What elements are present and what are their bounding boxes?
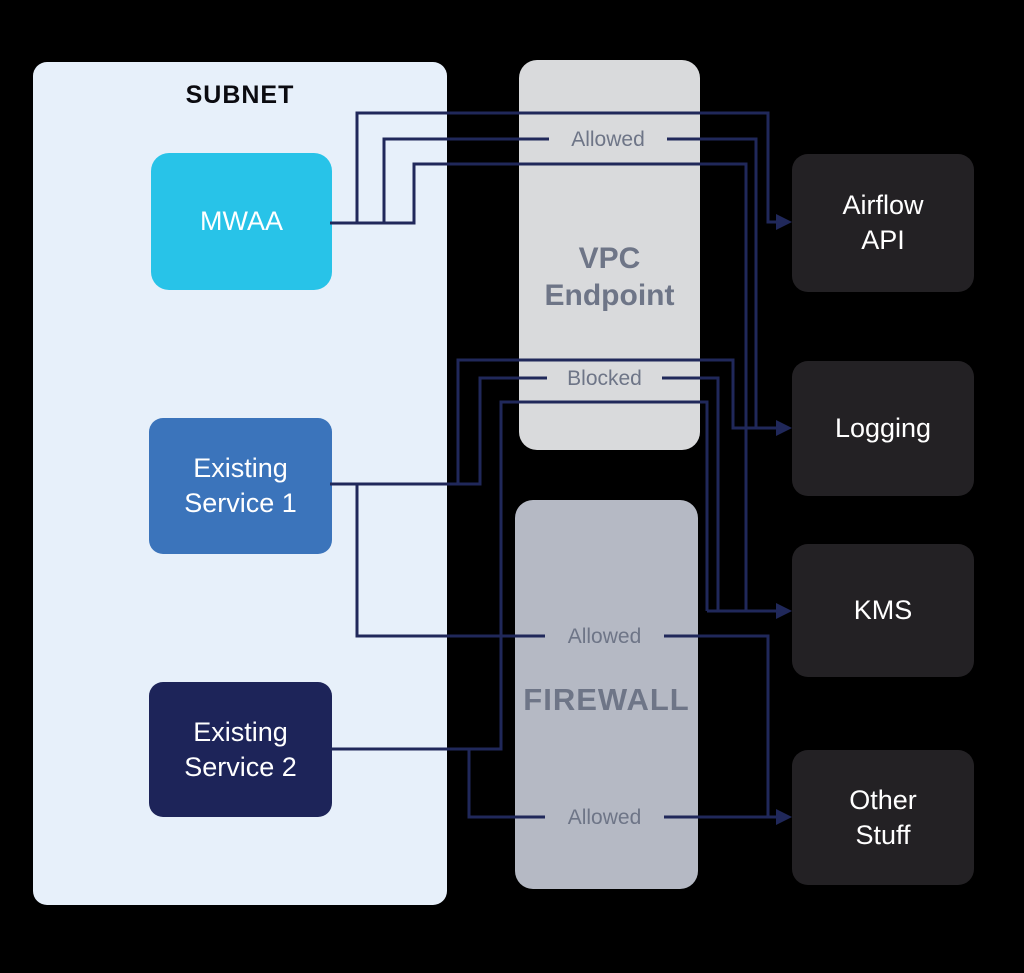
node-mwaa-label: MWAA bbox=[200, 206, 283, 236]
vpc-endpoint-box: VPC Endpoint bbox=[519, 60, 700, 450]
firewall-label: FIREWALL bbox=[523, 682, 690, 717]
edge-label-vpc-blocked: Blocked bbox=[547, 366, 662, 391]
target-airflow-api: Airflow API bbox=[792, 154, 974, 292]
node-existing-service-2: Existing Service 2 bbox=[149, 682, 332, 817]
edge-label-firewall-allowed-1: Allowed bbox=[545, 624, 664, 649]
arrowhead-airflow-api bbox=[776, 214, 792, 230]
node-existing-service-2-label: Existing Service 2 bbox=[184, 716, 297, 782]
target-kms-label: KMS bbox=[853, 595, 913, 625]
subnet-label: SUBNET bbox=[185, 81, 295, 109]
edge-label-firewall-allowed-2: Allowed bbox=[545, 805, 664, 830]
firewall-box: FIREWALL bbox=[515, 500, 698, 889]
target-airflow-api-label: Airflow API bbox=[842, 190, 924, 255]
arrowhead-other-stuff bbox=[776, 809, 792, 825]
node-mwaa: MWAA bbox=[151, 153, 332, 290]
arrowhead-logging bbox=[776, 420, 792, 436]
edge-label-vpc-allowed: Allowed bbox=[549, 127, 667, 152]
vpc-endpoint-label: VPC Endpoint bbox=[544, 242, 675, 312]
node-existing-service-1-label: Existing Service 1 bbox=[184, 453, 297, 518]
target-other-stuff-label: Other Stuff bbox=[849, 784, 917, 850]
target-kms: KMS bbox=[792, 544, 974, 677]
node-existing-service-1: Existing Service 1 bbox=[149, 418, 332, 554]
target-logging-label: Logging bbox=[834, 413, 932, 443]
target-logging: Logging bbox=[792, 361, 974, 496]
target-other-stuff: Other Stuff bbox=[792, 750, 974, 885]
arrowhead-kms bbox=[776, 603, 792, 619]
